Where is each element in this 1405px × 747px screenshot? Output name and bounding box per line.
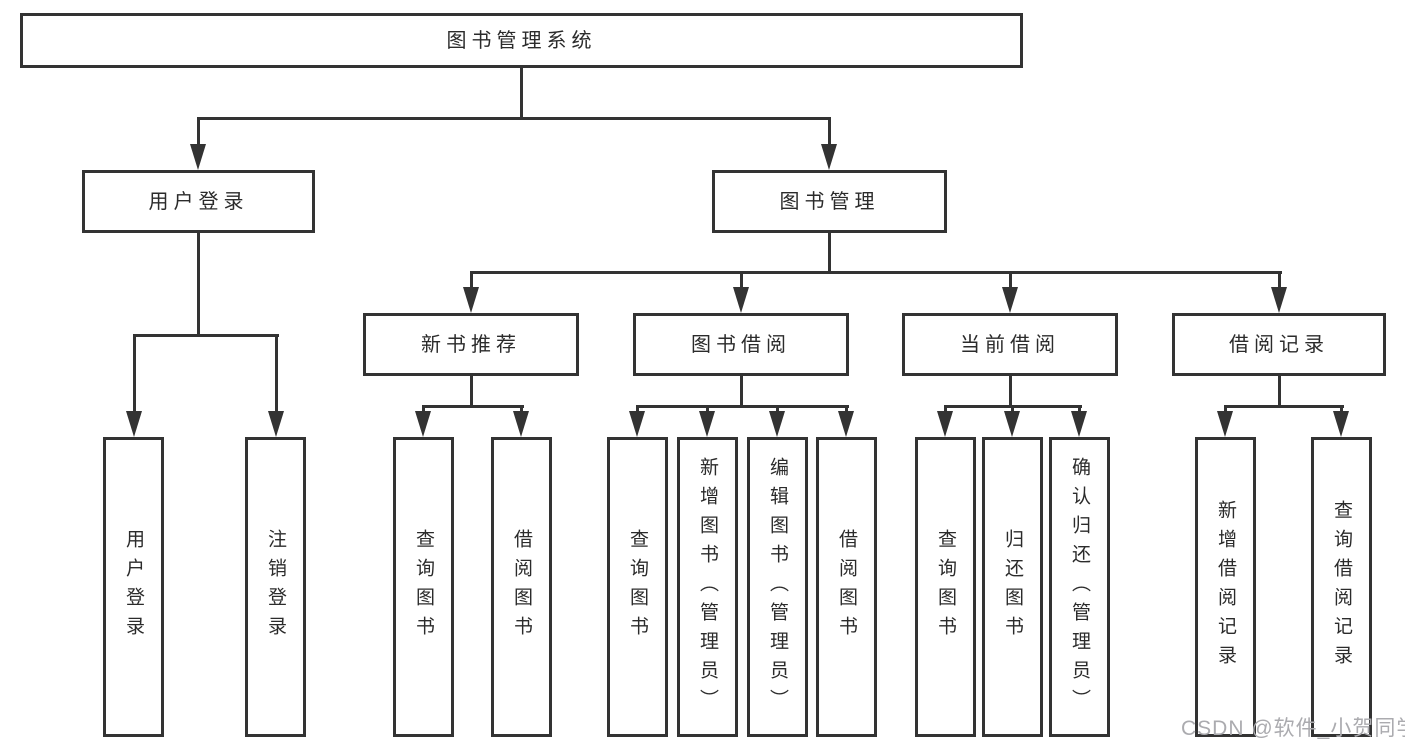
connector-line (1340, 405, 1343, 414)
connector-line (706, 405, 709, 414)
node-label: 新增借阅记录 (1215, 500, 1236, 674)
connector-arrowhead (838, 411, 854, 437)
node-label: 图书管理 (779, 190, 880, 213)
leaf-borrow-books: 借阅图书 (816, 437, 877, 737)
connector-line (1011, 405, 1014, 414)
leaf-confirm-return-admin: 确认归还（管理员） (1049, 437, 1110, 737)
connector-line (133, 334, 136, 414)
node-library-management-system: 图书管理系统 (20, 13, 1023, 68)
node-current-borrowing: 当前借阅 (902, 313, 1118, 376)
connector-line (944, 405, 947, 414)
connector-line (520, 405, 523, 414)
connector-line (133, 334, 279, 337)
connector-arrowhead (190, 144, 206, 170)
connector-arrowhead (821, 144, 837, 170)
connector-arrowhead (126, 411, 142, 437)
node-borrowing-records: 借阅记录 (1172, 313, 1386, 376)
connector-arrowhead (1071, 411, 1087, 437)
node-label: 查询图书 (627, 529, 648, 645)
connector-line (828, 231, 831, 274)
node-label: 确认归还（管理员） (1069, 456, 1090, 718)
connector-line (470, 271, 1282, 274)
node-book-management: 图书管理 (712, 170, 947, 233)
node-label: 借阅图书 (836, 529, 857, 645)
connector-line (197, 117, 200, 147)
connector-arrowhead (1271, 287, 1287, 313)
connector-line (1078, 405, 1081, 414)
node-label: 新书推荐 (421, 333, 521, 356)
connector-line (470, 374, 473, 408)
connector-line (275, 334, 278, 414)
connector-arrowhead (1217, 411, 1233, 437)
connector-line (636, 405, 849, 408)
node-label: 图书借阅 (691, 333, 791, 356)
node-new-book-recommendation: 新书推荐 (363, 313, 579, 376)
connector-arrowhead (463, 287, 479, 313)
leaf-add-borrow-record: 新增借阅记录 (1195, 437, 1256, 737)
leaf-add-book-admin: 新增图书（管理员） (677, 437, 738, 737)
connector-line (828, 117, 831, 147)
connector-arrowhead (1002, 287, 1018, 313)
node-label: 查询借阅记录 (1331, 500, 1352, 674)
connector-arrowhead (769, 411, 785, 437)
leaf-query-books: 查询图书 (393, 437, 454, 737)
connector-arrowhead (629, 411, 645, 437)
node-label: 查询图书 (413, 529, 434, 645)
leaf-query-books: 查询图书 (915, 437, 976, 737)
node-label: 用户登录 (123, 529, 144, 645)
leaf-return-books: 归还图书 (982, 437, 1043, 737)
connector-line (1009, 374, 1012, 408)
node-label: 注销登录 (265, 529, 286, 645)
connector-line (845, 405, 848, 414)
node-book-borrowing: 图书借阅 (633, 313, 849, 376)
connector-arrowhead (1333, 411, 1349, 437)
connector-arrowhead (415, 411, 431, 437)
connector-line (776, 405, 779, 414)
connector-line (197, 117, 831, 120)
leaf-user-login: 用户登录 (103, 437, 164, 737)
connector-line (1278, 374, 1281, 408)
connector-line (1224, 405, 1227, 414)
connector-arrowhead (513, 411, 529, 437)
node-label: 借阅记录 (1229, 333, 1329, 356)
node-label: 用户登录 (148, 190, 249, 213)
connector-line (470, 271, 473, 289)
connector-arrowhead (268, 411, 284, 437)
connector-line (740, 374, 743, 408)
connector-line (422, 405, 425, 414)
leaf-logout-login: 注销登录 (245, 437, 306, 737)
connector-arrowhead (937, 411, 953, 437)
connector-arrowhead (699, 411, 715, 437)
connector-line (1009, 271, 1012, 289)
connector-line (197, 231, 200, 337)
connector-arrowhead (1004, 411, 1020, 437)
leaf-query-books: 查询图书 (607, 437, 668, 737)
leaf-edit-book-admin: 编辑图书（管理员） (747, 437, 808, 737)
leaf-query-borrow-record: 查询借阅记录 (1311, 437, 1372, 737)
csdn-watermark: CSDN @软件_小贺同学 (1181, 717, 1405, 740)
connector-line (1278, 271, 1281, 289)
node-label: 归还图书 (1002, 529, 1023, 645)
node-label: 图书管理系统 (446, 29, 597, 52)
node-user-login: 用户登录 (82, 170, 315, 233)
node-label: 编辑图书（管理员） (767, 456, 788, 718)
connector-line (1224, 405, 1344, 408)
connector-line (422, 405, 524, 408)
connector-line (636, 405, 639, 414)
node-label: 新增图书（管理员） (697, 456, 718, 718)
node-label: 查询图书 (935, 529, 956, 645)
node-label: 当前借阅 (960, 333, 1060, 356)
connector-line (520, 66, 523, 119)
connector-arrowhead (733, 287, 749, 313)
node-label: 借阅图书 (511, 529, 532, 645)
leaf-borrow-books: 借阅图书 (491, 437, 552, 737)
connector-line (740, 271, 743, 289)
